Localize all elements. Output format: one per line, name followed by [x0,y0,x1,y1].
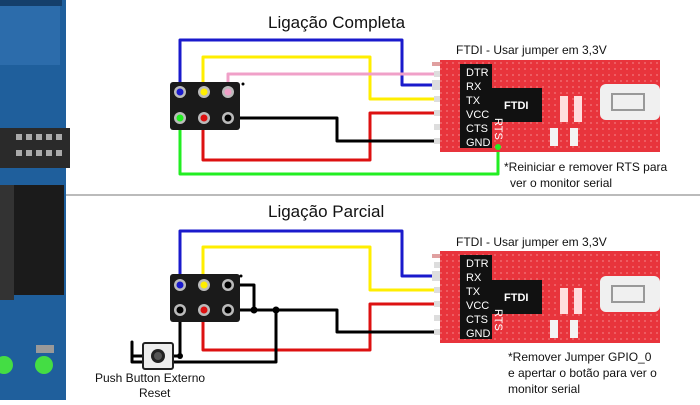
top-note-line-1: *Reiniciar e remover RTS para [504,160,667,174]
top-ftdi-chip [490,88,542,122]
bottom-pin-tx: TX [466,286,481,298]
push-button-reset [142,342,174,370]
bottom-note-line-2: e apertar o botão para ver o [508,366,657,380]
bottom-title: Ligação Parcial [268,202,384,221]
bottom-ftdi-label: FTDI - Usar jumper em 3,3V [456,235,607,249]
top-wire-black [226,116,439,143]
top-pin-tx: TX [466,95,481,107]
top-note-line-2: ver o monitor serial [510,176,612,190]
bottom-usb-port [600,276,660,312]
button-label-line-2: Reset [139,386,171,400]
esp-pin-header [16,134,62,156]
top-wire-green [178,116,500,176]
bottom-pin-cts: CTS [466,314,488,326]
bottom-wire-gnd [226,308,439,334]
bottom-pin-rx: RX [466,272,482,284]
bottom-wire-red [201,302,439,352]
top-pin-gnd: GND [466,137,491,149]
bottom-note-line-3: monitor serial [508,382,580,396]
top-title: Ligação Completa [268,13,406,32]
top-chip-label: FTDI [504,100,528,112]
top-wire-pink [226,72,439,94]
top-esp-header [170,82,245,130]
bottom-wire-reset-c [130,308,278,364]
top-ftdi-board: DTR RX TX VCC CTS GND FTDI RTS [432,60,660,152]
bottom-rts-label: RTS [492,309,504,331]
section-ligacao-completa: Ligação Completa FTDI - Usar jumper em 3… [170,13,667,190]
esp-board [0,0,70,400]
top-ftdi-label: FTDI - Usar jumper em 3,3V [456,43,607,57]
esp-module-shield [12,185,64,295]
led-left [0,356,13,374]
bottom-pin-vcc: VCC [466,300,489,312]
top-wire-red [201,111,439,162]
top-pin-rx: RX [466,81,482,93]
bottom-pin-dtr: DTR [466,258,489,270]
section-ligacao-parcial: Ligação Parcial FTDI - Usar jumper em 3,… [95,202,660,400]
top-usb-port [600,84,660,120]
top-pin-dtr: DTR [466,67,489,79]
led-right [35,356,53,374]
bottom-wire-blue [178,229,439,287]
top-pin-vcc: VCC [466,109,489,121]
bottom-ftdi-board: DTR RX TX VCC CTS GND FTDI RTS [432,251,660,343]
top-wire-yellow [201,55,439,101]
top-wire-blue [178,38,439,94]
bottom-chip-label: FTDI [504,292,528,304]
button-label-line-1: Push Button Externo [95,371,205,385]
top-rts-label: RTS [492,118,504,140]
bottom-ftdi-chip [490,280,542,314]
bottom-pin-gnd: GND [466,328,491,340]
bottom-esp-header [170,274,243,322]
bottom-wire-yellow [201,245,439,292]
bottom-note-line-1: *Remover Jumper GPIO_0 [508,350,652,364]
top-pin-cts: CTS [466,123,488,135]
